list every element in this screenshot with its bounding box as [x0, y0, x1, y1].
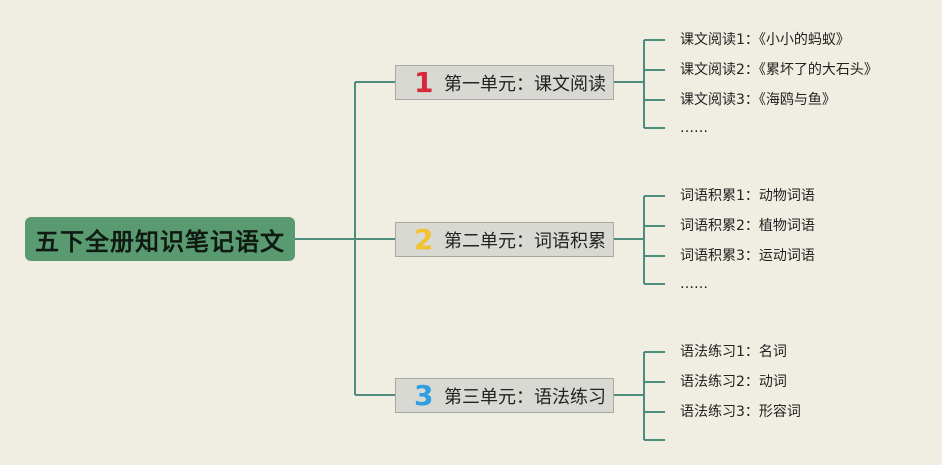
- branch-node-1[interactable]: 1 第一单元：课文阅读: [395, 65, 614, 100]
- leaf-item[interactable]: 课文阅读2：《累坏了的大石头》: [680, 62, 878, 78]
- root-title: 五下全册知识笔记语文: [35, 227, 285, 256]
- number-2-icon: 2: [414, 222, 434, 256]
- leaf-item[interactable]: ……: [680, 120, 708, 136]
- number-1-icon: 1: [414, 65, 434, 99]
- branch-label: 第一单元：课文阅读: [444, 73, 606, 95]
- leaf-item[interactable]: 语法练习2：动词: [680, 374, 787, 390]
- branch-node-2[interactable]: 2 第二单元：词语积累: [395, 222, 614, 257]
- branch-label: 第三单元：语法练习: [444, 386, 606, 408]
- leaf-item[interactable]: 词语积累2：植物词语: [680, 218, 815, 234]
- leaf-item[interactable]: 语法练习1：名词: [680, 344, 787, 360]
- root-node[interactable]: 五下全册知识笔记语文: [25, 217, 295, 261]
- leaf-item[interactable]: 词语积累1：动物词语: [680, 188, 815, 204]
- leaf-item[interactable]: 词语积累3：运动词语: [680, 248, 815, 264]
- leaf-item[interactable]: 语法练习3：形容词: [680, 404, 801, 420]
- branch-label: 第二单元：词语积累: [444, 230, 606, 252]
- leaf-item[interactable]: ……: [680, 276, 708, 292]
- leaf-item[interactable]: 课文阅读3：《海鸥与鱼》: [680, 92, 836, 108]
- leaf-item[interactable]: 课文阅读1：《小小的蚂蚁》: [680, 32, 850, 48]
- number-3-icon: 3: [414, 378, 434, 412]
- branch-node-3[interactable]: 3 第三单元：语法练习: [395, 378, 614, 413]
